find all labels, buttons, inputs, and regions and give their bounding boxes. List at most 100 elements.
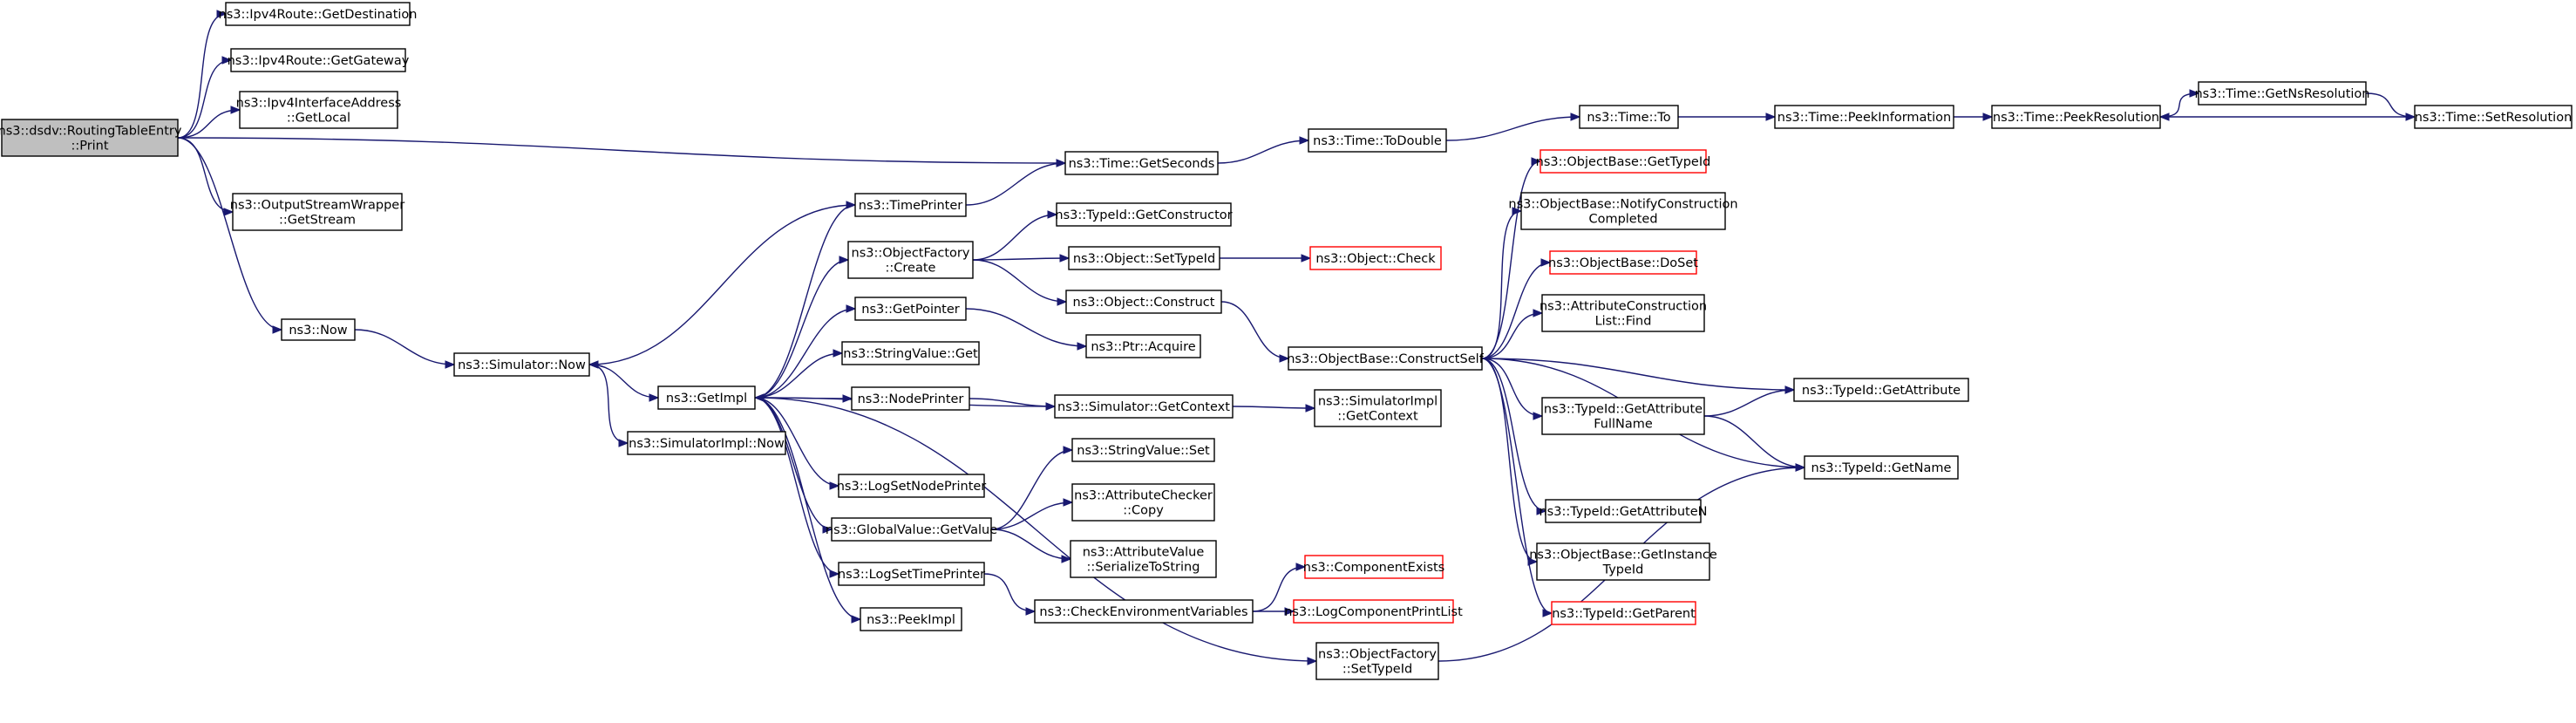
node-ns3-objectbase-doset[interactable]: ns3::ObjectBase::DoSet <box>1548 250 1698 275</box>
edge-line <box>2365 92 2416 118</box>
node-label: ns3::OutputStreamWrapper <box>230 199 404 213</box>
arrowhead <box>1061 555 1072 563</box>
edge-n18-to-n29 <box>965 308 1088 351</box>
arrowhead <box>1540 258 1552 267</box>
node-ns3-object-settypeid[interactable]: ns3::Object::SetTypeId <box>1068 246 1220 270</box>
node-ns3-ipv4route-getgateway[interactable]: ns3::Ipv4Route::GetGateway <box>228 48 410 72</box>
node-label: ns3::AttributeConstruction <box>1539 300 1707 314</box>
edge-line <box>177 109 241 139</box>
node-box <box>1308 128 1447 153</box>
arrowhead <box>1542 609 1553 617</box>
node-label: ns3::Time::GetSeconds <box>1069 157 1215 171</box>
node-ns3-outputstreamwrapper-getstream[interactable]: ns3::OutputStreamWrapper::GetStream <box>230 193 404 231</box>
edge-line <box>1232 406 1315 409</box>
node-ns3-dsdv-routingtableentry-print[interactable]: ns3::dsdv::RoutingTableEntry::Print <box>0 119 182 157</box>
node-ns3-objectfactory-settypeid[interactable]: ns3::ObjectFactory::SetTypeId <box>1315 642 1439 680</box>
node-ns3-time-getnsresolution[interactable]: ns3::Time::GetNsResolution <box>2194 81 2370 106</box>
node-ns3-simulator-getcontext[interactable]: ns3::Simulator::GetContext <box>1054 394 1234 419</box>
node-ns3-stringvalue-get[interactable]: ns3::StringValue::Get <box>841 341 980 365</box>
node-ns3-typeid-getconstructor[interactable]: ns3::TypeId::GetConstructor <box>1055 202 1233 227</box>
edge-line <box>1252 566 1306 612</box>
node-label: ns3::TypeId::GetAttribute <box>1544 403 1703 417</box>
edge-line <box>1703 389 1795 417</box>
node-ns3-simulatorimpl-getcontext[interactable]: ns3::SimulatorImpl::GetContext <box>1314 389 1442 427</box>
node-ns3-objectfactory-create[interactable]: ns3::ObjectFactory::Create <box>847 241 974 279</box>
node-ns3-time-peekresolution[interactable]: ns3::Time::PeekResolution <box>1991 105 2161 129</box>
node-ns3-nodeprinter[interactable]: ns3::NodePrinter <box>851 386 970 411</box>
arrowhead <box>1533 309 1544 317</box>
edge-line <box>588 204 856 365</box>
node-label: ns3::GlobalValue::GetValue <box>826 523 997 537</box>
node-label: ns3::GetImpl <box>666 392 747 406</box>
node-ns3-timeprinter[interactable]: ns3::TimePrinter <box>854 193 967 217</box>
edge-line <box>354 329 455 365</box>
node-ns3-logsetnodeprinter[interactable]: ns3::LogSetNodePrinter <box>837 474 987 498</box>
edge-n14-to-n17 <box>754 256 850 399</box>
node-box <box>1541 294 1705 332</box>
node-ns3-simulatorimpl-now[interactable]: ns3::SimulatorImpl::Now <box>627 431 786 455</box>
node-label: ns3::Simulator::Now <box>458 358 586 372</box>
arrowhead <box>1301 254 1312 263</box>
node-ns3-logsettimeprinter[interactable]: ns3::LogSetTimePrinter <box>838 562 985 586</box>
edge-line <box>1481 358 1795 391</box>
node-ns3-time-to[interactable]: ns3::Time::To <box>1579 105 1679 129</box>
node-ns3-typeid-getname[interactable]: ns3::TypeId::GetName <box>1804 455 1959 480</box>
edge-line <box>588 364 659 399</box>
node-ns3-getpointer[interactable]: ns3::GetPointer <box>854 297 967 321</box>
node-ns3-typeid-getparent[interactable]: ns3::TypeId::GetParent <box>1551 601 1696 625</box>
node-ns3-objectbase-constructself[interactable]: ns3::ObjectBase::ConstructSelf <box>1287 346 1485 371</box>
node-ns3-ipv4route-getdestination[interactable]: ns3::Ipv4Route::GetDestination <box>219 2 418 26</box>
node-box <box>1551 601 1696 625</box>
node-ns3-attributechecker-copy[interactable]: ns3::AttributeChecker::Copy <box>1071 483 1215 522</box>
edge-line <box>1481 210 1522 359</box>
node-ns3-objectbase-notifyconstructioncompleted[interactable]: ns3::ObjectBase::NotifyConstructionCompl… <box>1508 192 1738 230</box>
arrowhead <box>846 304 857 313</box>
node-ns3-time-setresolution[interactable]: ns3::Time::SetResolution <box>2414 105 2573 129</box>
node-ns3-attributevalue-serializetostring[interactable]: ns3::AttributeValue::SerializeToString <box>1070 540 1217 578</box>
call-edges <box>177 10 2416 665</box>
node-box <box>1541 397 1705 435</box>
node-ns3-checkenvironmentvariables[interactable]: ns3::CheckEnvironmentVariables <box>1034 599 1254 624</box>
node-ns3-time-peekinformation[interactable]: ns3::Time::PeekInformation <box>1774 105 1954 129</box>
node-label: ::GetLocal <box>287 112 350 126</box>
node-ns3-now[interactable]: ns3::Now <box>281 318 356 341</box>
node-ns3-ptr-acquire[interactable]: ns3::Ptr::Acquire <box>1085 334 1201 358</box>
node-ns3-stringvalue-set[interactable]: ns3::StringValue::Set <box>1071 438 1215 462</box>
node-ns3-peekimpl[interactable]: ns3::PeekImpl <box>860 607 962 631</box>
node-ns3-logcomponentprintlist[interactable]: ns3::LogComponentPrintList <box>1284 599 1463 624</box>
node-label: List::Find <box>1595 315 1652 329</box>
edge-line <box>1481 358 1546 512</box>
edge-line <box>754 352 843 399</box>
node-ns3-simulator-now[interactable]: ns3::Simulator::Now <box>453 352 590 377</box>
node-ns3-componentexists[interactable]: ns3::ComponentExists <box>1303 555 1445 579</box>
node-box <box>1293 599 1454 624</box>
edge-n17-to-n25 <box>972 210 1058 261</box>
node-ns3-ipv4interfaceaddress-getlocal[interactable]: ns3::Ipv4InterfaceAddress::GetLocal <box>236 91 402 129</box>
node-box <box>847 241 974 279</box>
arrowhead <box>1299 136 1310 145</box>
node-ns3-objectbase-gettypeid[interactable]: ns3::ObjectBase::GetTypeId <box>1536 149 1711 174</box>
node-ns3-getimpl[interactable]: ns3::GetImpl <box>657 385 756 410</box>
node-ns3-time-todouble[interactable]: ns3::Time::ToDouble <box>1308 128 1447 153</box>
edge-line <box>1481 312 1543 359</box>
edge-n6-to-n13 <box>354 329 456 369</box>
edge-n13-to-n14 <box>588 364 660 402</box>
arrowhead <box>1077 342 1088 351</box>
node-box <box>1288 346 1483 371</box>
arrowhead <box>822 525 833 534</box>
node-ns3-typeid-getattribute[interactable]: ns3::TypeId::GetAttribute <box>1793 378 1969 402</box>
node-ns3-time-getseconds[interactable]: ns3::Time::GetSeconds <box>1064 151 1219 175</box>
node-ns3-object-check[interactable]: ns3::Object::Check <box>1309 246 1442 270</box>
node-label: ns3::SimulatorImpl::Now <box>629 437 785 451</box>
edge-line <box>972 259 1067 303</box>
arrowhead <box>221 56 233 65</box>
node-ns3-typeid-getattributen[interactable]: ns3::TypeId::GetAttributeN <box>1539 499 1708 523</box>
arrowhead <box>1784 385 1796 394</box>
node-ns3-object-construct[interactable]: ns3::Object::Construct <box>1065 290 1222 314</box>
edge-line <box>2159 92 2199 118</box>
arrowhead <box>1982 113 1994 121</box>
node-ns3-globalvalue-getvalue[interactable]: ns3::GlobalValue::GetValue <box>826 517 997 542</box>
